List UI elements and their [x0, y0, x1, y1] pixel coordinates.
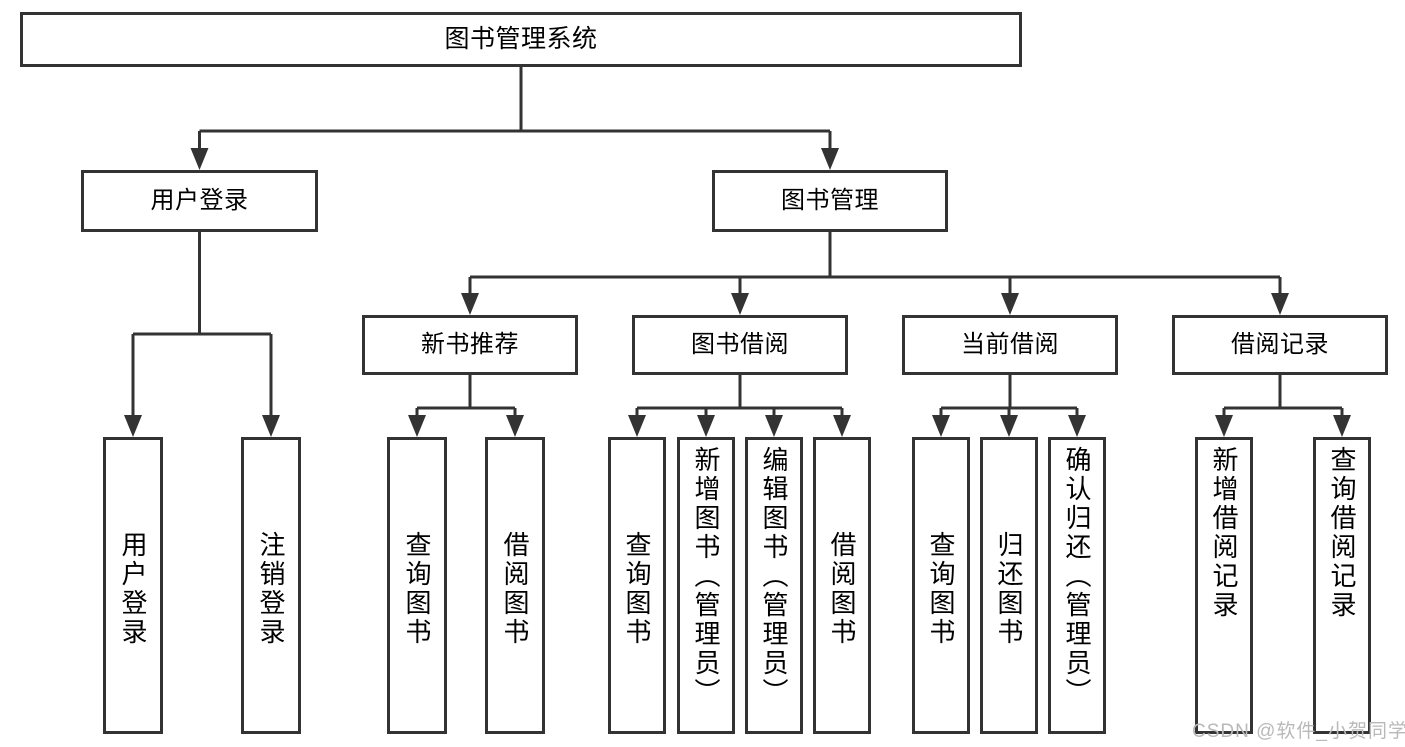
- arrow-head-leaf-return-book: [1000, 415, 1018, 437]
- arrow-head-leaf-add-book: [697, 415, 715, 437]
- node-label: 用户登录: [118, 530, 148, 647]
- node-label: 确认归还（管理员）: [1062, 446, 1092, 707]
- node-label: 查询图书: [622, 530, 652, 647]
- node-new-book-rec[interactable]: 新书推荐: [362, 315, 578, 375]
- node-label: 查询借阅记录: [1327, 446, 1357, 620]
- node-label: 图书管理: [781, 187, 879, 215]
- node-label: 查询图书: [926, 530, 956, 647]
- node-book-borrow[interactable]: 图书借阅: [632, 315, 848, 375]
- node-leaf-add-book[interactable]: 新增图书（管理员）: [677, 437, 735, 734]
- node-label: 当前借阅: [961, 331, 1059, 359]
- arrow-head-leaf-borrow-book-1: [506, 415, 524, 437]
- node-leaf-add-record[interactable]: 新增借阅记录: [1195, 437, 1253, 734]
- node-leaf-logout[interactable]: 注销登录: [241, 437, 301, 734]
- arrow-head-leaf-confirm-return: [1068, 415, 1086, 437]
- node-label: 新增图书（管理员）: [691, 446, 721, 707]
- node-label: 归还图书: [994, 530, 1024, 647]
- node-root[interactable]: 图书管理系统: [20, 12, 1022, 67]
- node-user-login[interactable]: 用户登录: [81, 170, 318, 232]
- arrow-head-leaf-borrow-book-2: [833, 415, 851, 437]
- node-label: 新增借阅记录: [1209, 446, 1239, 620]
- node-label: 用户登录: [150, 187, 249, 215]
- arrow-head-book-manage: [821, 148, 839, 170]
- node-label: 查询图书: [402, 530, 432, 647]
- node-label: 新书推荐: [421, 331, 519, 359]
- node-borrow-record[interactable]: 借阅记录: [1172, 315, 1388, 375]
- arrow-head-leaf-logout: [262, 415, 280, 437]
- node-leaf-borrow-book-2[interactable]: 借阅图书: [813, 437, 871, 734]
- arrow-head-new-book-rec: [461, 293, 479, 315]
- node-leaf-confirm-return[interactable]: 确认归还（管理员）: [1048, 437, 1106, 734]
- node-leaf-query-book-3[interactable]: 查询图书: [912, 437, 970, 734]
- arrow-head-user-login: [190, 148, 209, 170]
- node-leaf-query-record[interactable]: 查询借阅记录: [1313, 437, 1371, 734]
- node-current-borrow[interactable]: 当前借阅: [902, 315, 1118, 375]
- arrow-head-leaf-query-book-1: [408, 415, 426, 437]
- node-leaf-query-book-1[interactable]: 查询图书: [387, 437, 447, 734]
- node-leaf-return-book[interactable]: 归还图书: [980, 437, 1038, 734]
- node-leaf-user-login[interactable]: 用户登录: [103, 437, 163, 734]
- arrow-head-leaf-add-record: [1215, 415, 1233, 437]
- arrow-head-current-borrow: [1001, 293, 1019, 315]
- node-label: 借阅图书: [827, 530, 857, 647]
- arrow-head-leaf-query-record: [1333, 415, 1351, 437]
- node-leaf-query-book-2[interactable]: 查询图书: [608, 437, 666, 734]
- node-label: 图书管理系统: [444, 25, 598, 53]
- arrow-head-leaf-query-book-2: [628, 415, 646, 437]
- node-label: 借阅记录: [1231, 331, 1329, 359]
- arrow-head-book-borrow: [731, 293, 749, 315]
- node-leaf-edit-book[interactable]: 编辑图书（管理员）: [745, 437, 803, 734]
- node-label: 注销登录: [256, 530, 286, 647]
- arrow-head-borrow-record: [1271, 293, 1289, 315]
- arrow-head-leaf-user-login: [124, 415, 142, 437]
- node-book-manage[interactable]: 图书管理: [712, 170, 948, 232]
- node-label: 编辑图书（管理员）: [759, 446, 789, 707]
- node-label: 借阅图书: [500, 530, 530, 647]
- arrow-head-leaf-edit-book: [765, 415, 783, 437]
- node-label: 图书借阅: [691, 331, 789, 359]
- node-leaf-borrow-book-1[interactable]: 借阅图书: [485, 437, 545, 734]
- arrow-head-leaf-query-book-3: [932, 415, 950, 437]
